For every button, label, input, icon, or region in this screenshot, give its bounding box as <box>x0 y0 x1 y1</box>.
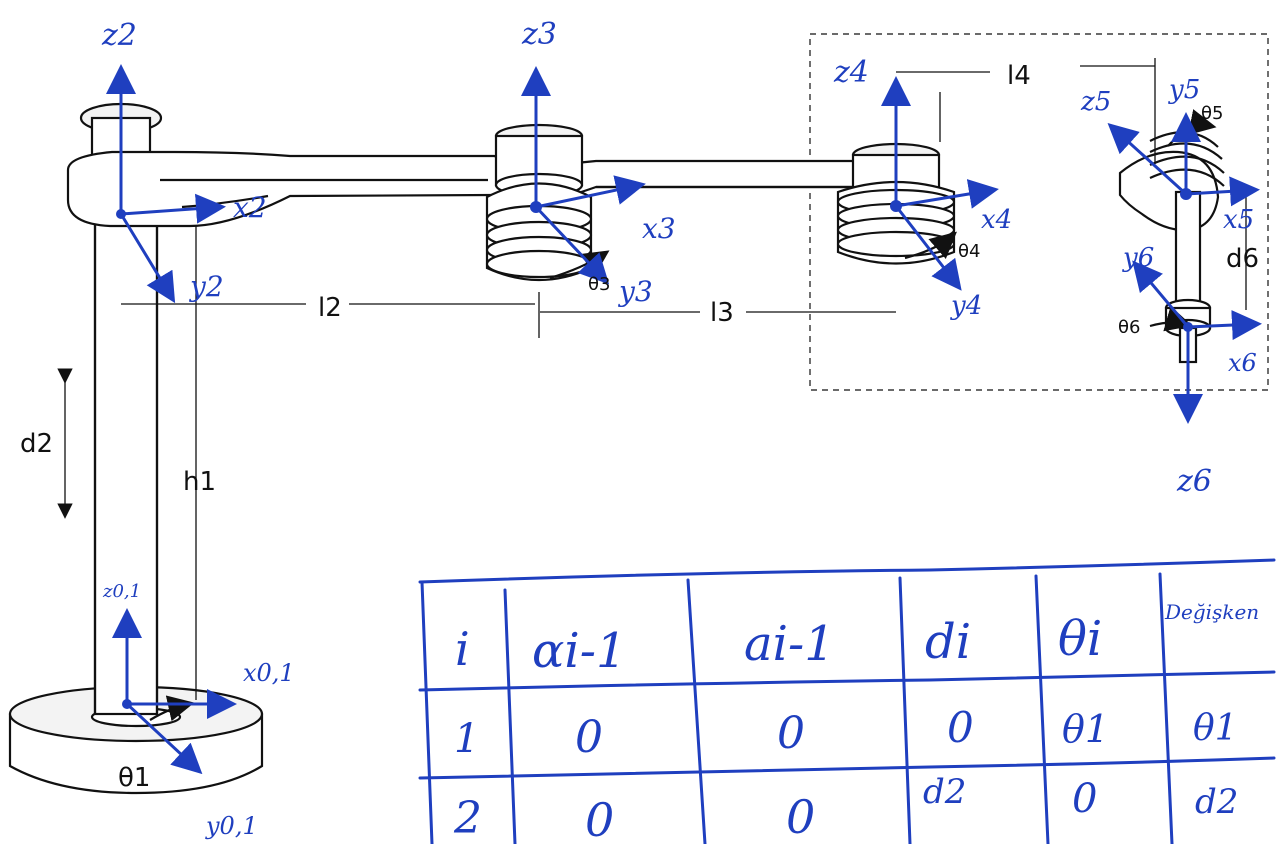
x2-axis <box>119 193 226 224</box>
label-y3: y3 <box>617 275 653 308</box>
wrist-ring-2 <box>1149 142 1223 160</box>
table-top-line <box>418 558 1276 584</box>
label-d2: d2 <box>20 429 53 459</box>
frame3-origin <box>530 201 542 213</box>
label-z5: z5 <box>1080 87 1111 117</box>
label-z2: z2 <box>101 18 137 53</box>
row1-d: 0 <box>947 703 974 752</box>
decorative-marks <box>116 58 1193 709</box>
wrist-ring-1 <box>1149 131 1219 148</box>
theta4-arrow <box>904 231 957 260</box>
row1-theta: θ1 <box>1062 707 1109 751</box>
table-col-2 <box>686 578 707 844</box>
label-h1: h1 <box>183 467 216 497</box>
label-x5: x5 <box>1223 205 1254 235</box>
printed-labels: l2 l3 l4 d2 h1 d6 θ1 θ3 θ4 θ5 θ6 <box>20 61 1259 793</box>
table-header-variable: Değişken <box>1164 600 1259 624</box>
joint3-ring-4 <box>485 249 593 279</box>
primary-arm-outline <box>66 150 862 228</box>
table-col-0 <box>420 580 434 844</box>
table-col-4 <box>1034 574 1050 844</box>
joint4-ring-4 <box>836 230 956 258</box>
row2-variable: d2 <box>1195 782 1238 822</box>
table-col-3 <box>898 576 912 844</box>
frame6-origin <box>1183 322 1193 332</box>
x3-axis <box>534 175 646 209</box>
frame01-origin <box>122 699 132 709</box>
y01-axis <box>125 702 203 775</box>
label-y01: y0,1 <box>205 812 258 840</box>
table-col-1 <box>503 588 517 844</box>
z5-axis <box>1107 122 1188 196</box>
dh-table: i αi-1 ai-1 di θi Değişken 1 0 0 0 θ1 θ1… <box>418 558 1276 844</box>
label-z6: z6 <box>1176 464 1212 499</box>
coordinate-axes <box>106 64 1262 775</box>
table-header-theta: θi <box>1058 611 1102 667</box>
wrist-ring-3 <box>1149 155 1225 174</box>
y6-axis <box>1132 260 1190 329</box>
frame2-origin <box>116 209 126 219</box>
base-assembly <box>8 212 264 795</box>
row1-a: 0 <box>777 708 805 759</box>
row2-d: d2 <box>923 772 966 812</box>
wrist-housing <box>1118 150 1220 232</box>
table-header-a: ai-1 <box>744 616 835 672</box>
rotation-cues <box>149 109 1217 722</box>
label-y4: y4 <box>950 291 982 321</box>
dimensions <box>57 65 1247 700</box>
label-d6: d6 <box>1226 244 1259 274</box>
table-header-d: di <box>925 614 971 670</box>
label-l3: l3 <box>710 298 734 328</box>
x4-axis <box>894 179 999 209</box>
y2-axis <box>119 212 176 304</box>
row2-a: 0 <box>786 790 815 844</box>
table-header-i: i <box>455 622 470 676</box>
row2-alpha: 0 <box>585 793 614 844</box>
label-theta1: θ1 <box>118 763 150 793</box>
label-l2: l2 <box>318 293 342 323</box>
label-x2: x2 <box>233 191 267 224</box>
wrist-ring-4 <box>1149 168 1225 187</box>
y4-axis <box>894 204 962 291</box>
label-z01: z0,1 <box>102 581 141 602</box>
row1-i: 1 <box>454 716 479 762</box>
row2-i: 2 <box>453 793 482 844</box>
label-x4: x4 <box>981 205 1012 235</box>
label-y6: y6 <box>1122 243 1154 273</box>
x5-axis <box>1184 176 1260 207</box>
row1-variable: θ1 <box>1193 708 1238 749</box>
label-theta5: θ5 <box>1201 103 1223 124</box>
label-x6: x6 <box>1228 349 1257 377</box>
label-x01: x0,1 <box>243 659 295 687</box>
tool-rod <box>1174 190 1202 310</box>
label-z4: z4 <box>833 55 869 90</box>
label-x3: x3 <box>642 212 676 245</box>
row2-theta: 0 <box>1072 776 1097 822</box>
frame5-origin <box>1180 188 1192 200</box>
label-y5: y5 <box>1168 75 1200 105</box>
table-col-5 <box>1158 572 1174 844</box>
handwritten-axis-labels: z2 x2 y2 z3 x3 y3 z4 x4 y4 z5 y5 x5 y6 x… <box>101 17 1257 840</box>
label-theta3: θ3 <box>588 274 610 295</box>
label-y2: y2 <box>188 270 224 303</box>
label-theta6: θ6 <box>1118 317 1140 338</box>
table-header-alpha: αi-1 <box>532 623 627 679</box>
upper-arm-link <box>66 102 862 228</box>
label-z3: z3 <box>521 17 557 52</box>
table-mid-line-2 <box>418 756 1276 780</box>
label-l4: l4 <box>1007 61 1031 91</box>
frame4-origin <box>890 200 902 212</box>
label-theta4: θ4 <box>958 241 980 262</box>
x6-axis <box>1186 310 1262 341</box>
y3-axis <box>534 205 610 285</box>
row1-alpha: 0 <box>575 712 603 763</box>
table-mid-line-1 <box>418 670 1276 692</box>
